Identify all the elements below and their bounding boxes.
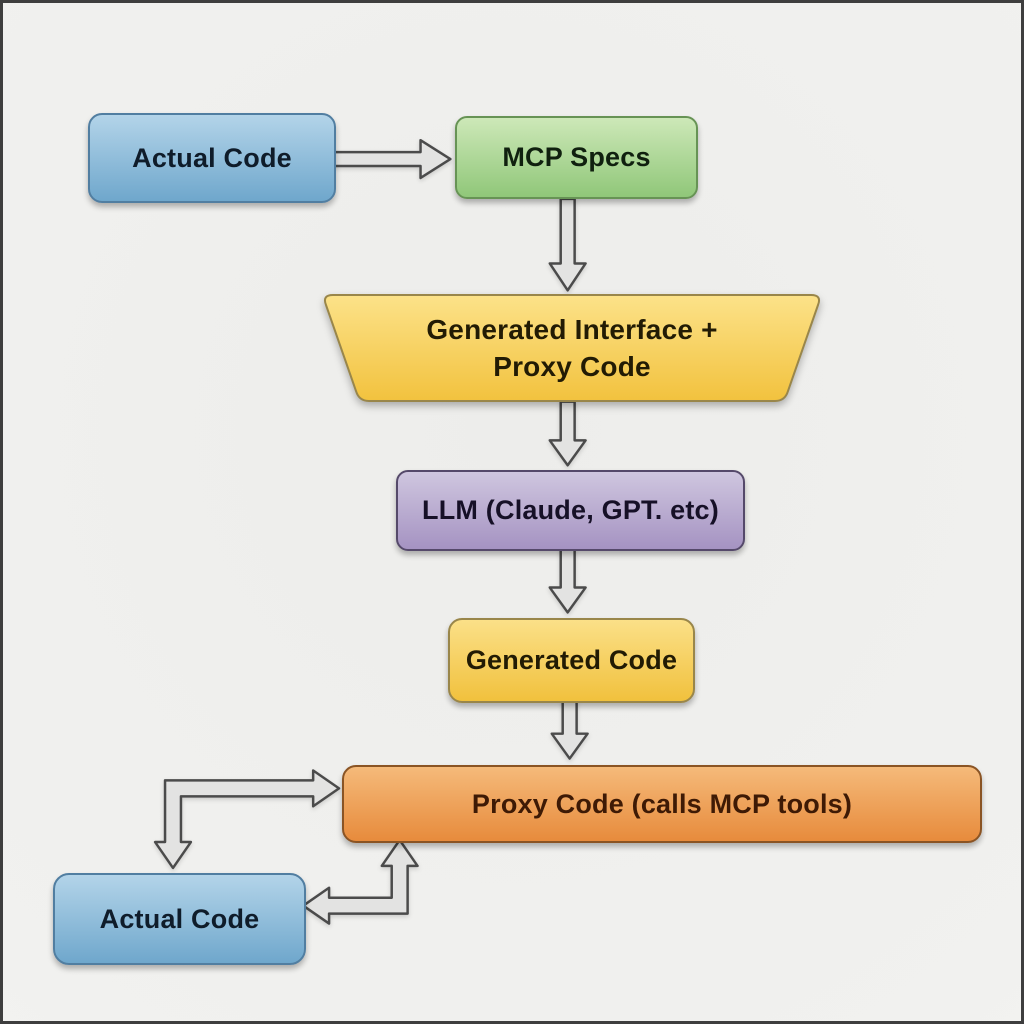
generated-interface-line2: Proxy Code [493,351,651,382]
node-mcp-specs: MCP Specs [455,116,698,199]
node-llm-label: LLM (Claude, GPT. etc) [422,495,719,525]
arrow-interface-to-llm [548,400,587,467]
node-generated-interface-label: Generated Interface + Proxy Code [321,293,823,403]
generated-interface-line1: Generated Interface + [426,314,718,345]
trapezoid-path [323,294,821,402]
arrow-llm-to-generatedcode [548,547,587,614]
node-actual-code-target-label: Actual Code [99,903,260,934]
node-generated-code: Generated Code [448,618,695,703]
trapezoid-shape [323,294,821,402]
arrow-generatedcode-to-proxycode [550,698,589,760]
node-llm: LLM (Claude, GPT. etc) [396,470,745,551]
node-actual-code-source: Actual Code [88,113,336,203]
node-generated-interface: Generated Interface + Proxy Code [321,293,823,403]
arrow-proxycode-actualcode-left-elbow [153,769,341,870]
node-actual-code-target: Actual Code [53,873,306,965]
arrow-actualcode-to-mcpspecs [332,138,452,180]
node-generated-code-label: Generated Code [465,645,678,675]
arrow-layer [153,138,589,925]
arrow-mcpspecs-to-interface [548,197,587,292]
node-actual-code-source-label: Actual Code [132,142,292,173]
node-mcp-specs-label: MCP Specs [502,142,651,172]
node-proxy-code-label: Proxy Code (calls MCP tools) [471,788,853,819]
arrow-actualcode-proxycode-right-elbow [301,838,419,925]
node-proxy-code: Proxy Code (calls MCP tools) [342,765,982,843]
